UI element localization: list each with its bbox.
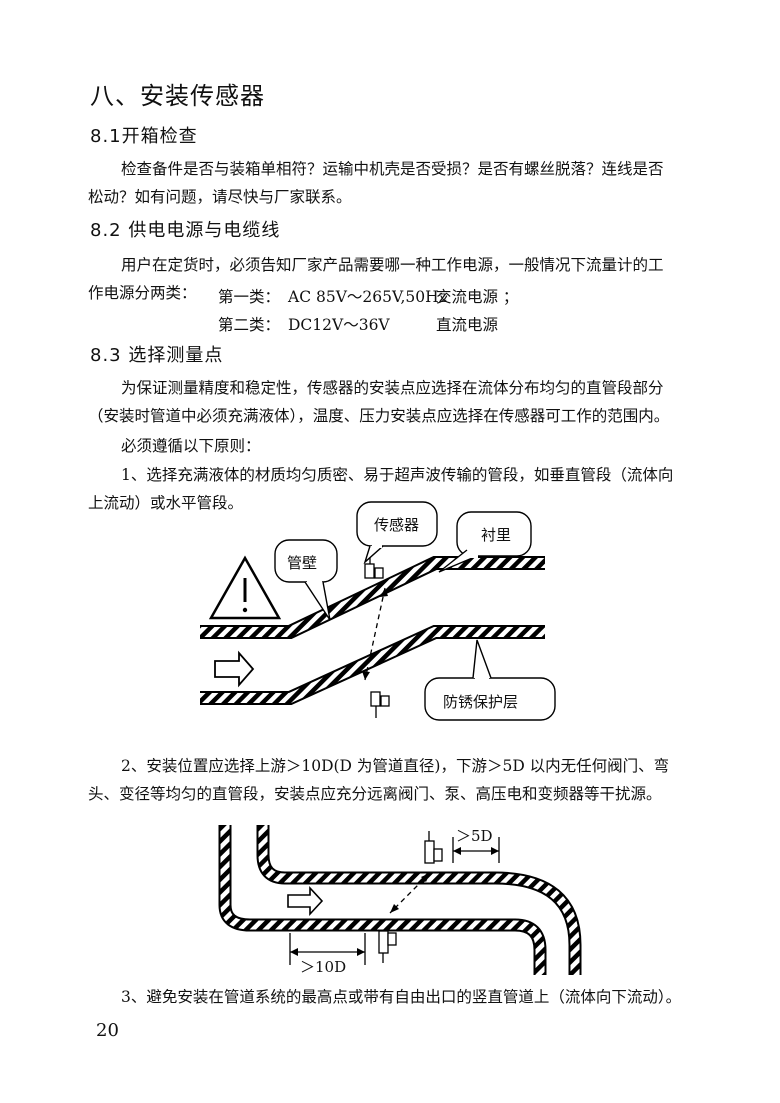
section-8-3-title: 8.3 选择测量点 bbox=[90, 345, 224, 366]
section-8-3-para5: 3、避免安装在管道系统的最高点或带有自由出口的竖直管道上（流体向下流动）。 bbox=[121, 988, 682, 1006]
signal-path bbox=[389, 872, 431, 914]
flow-arrow-icon bbox=[214, 650, 255, 688]
label-anti-rust-coating: 防锈保护层 bbox=[443, 693, 519, 711]
label-upstream-10d: ＞10D bbox=[300, 958, 347, 976]
warning-icon bbox=[208, 555, 282, 620]
section-8-1-body: 检查备件是否与装箱单相符？运输中机壳是否受损？是否有螺丝脱落？连线是否松动？如有… bbox=[88, 160, 664, 206]
label-sensor: 传感器 bbox=[374, 516, 420, 534]
power-type1-kind: 交流电源 ； bbox=[436, 288, 519, 306]
label-lining: 衬里 bbox=[481, 526, 512, 544]
section-8-3-para3: 1、选择充满液体的材质均匀质密、易于超声波传输的管段，如垂直管段（流体向上流动）… bbox=[88, 466, 674, 512]
lower-sensor-icon bbox=[378, 930, 397, 963]
section-8-3-para1: 为保证测量精度和稳定性，传感器的安装点应选择在流体分布均匀的直管段部分（安装时管… bbox=[88, 379, 670, 425]
power-type1-label: 第一类： bbox=[218, 288, 281, 306]
signal-path bbox=[364, 587, 386, 681]
power-type2-label: 第二类： bbox=[218, 316, 281, 334]
lower-sensor-icon bbox=[370, 691, 390, 718]
figure-pipe-sensor-diagram bbox=[200, 501, 556, 721]
section-8-2-body: 用户在定货时，必须告知厂家产品需要哪一种工作电源，一般情况下流量计的工作电源分两… bbox=[88, 256, 664, 302]
power-type2-spec: DC12V～36V bbox=[288, 316, 390, 334]
figure-straight-pipe-distance-diagram bbox=[218, 825, 582, 975]
power-type2-kind: 直流电源 bbox=[436, 316, 499, 334]
chapter-heading: 八、安装传感器 bbox=[90, 82, 265, 110]
label-downstream-5d: ＞5D bbox=[456, 827, 493, 845]
label-pipe-wall: 管壁 bbox=[287, 554, 318, 572]
upper-sensor-icon bbox=[424, 831, 443, 864]
flow-arrow-icon bbox=[287, 885, 324, 917]
section-8-2-title: 8.2 供电电源与电缆线 bbox=[90, 220, 281, 241]
page-number: 20 bbox=[96, 1020, 119, 1041]
power-type1-spec: AC 85V～265V,50Hz bbox=[288, 288, 447, 306]
section-8-1-title: 8.1开箱检查 bbox=[90, 126, 198, 147]
section-8-3-para4: 2、安装位置应选择上游＞10D(D 为管道直径)，下游＞5D 以内无任何阀门、弯… bbox=[88, 757, 670, 803]
section-8-3-para2: 必须遵循以下原则： bbox=[121, 437, 261, 455]
